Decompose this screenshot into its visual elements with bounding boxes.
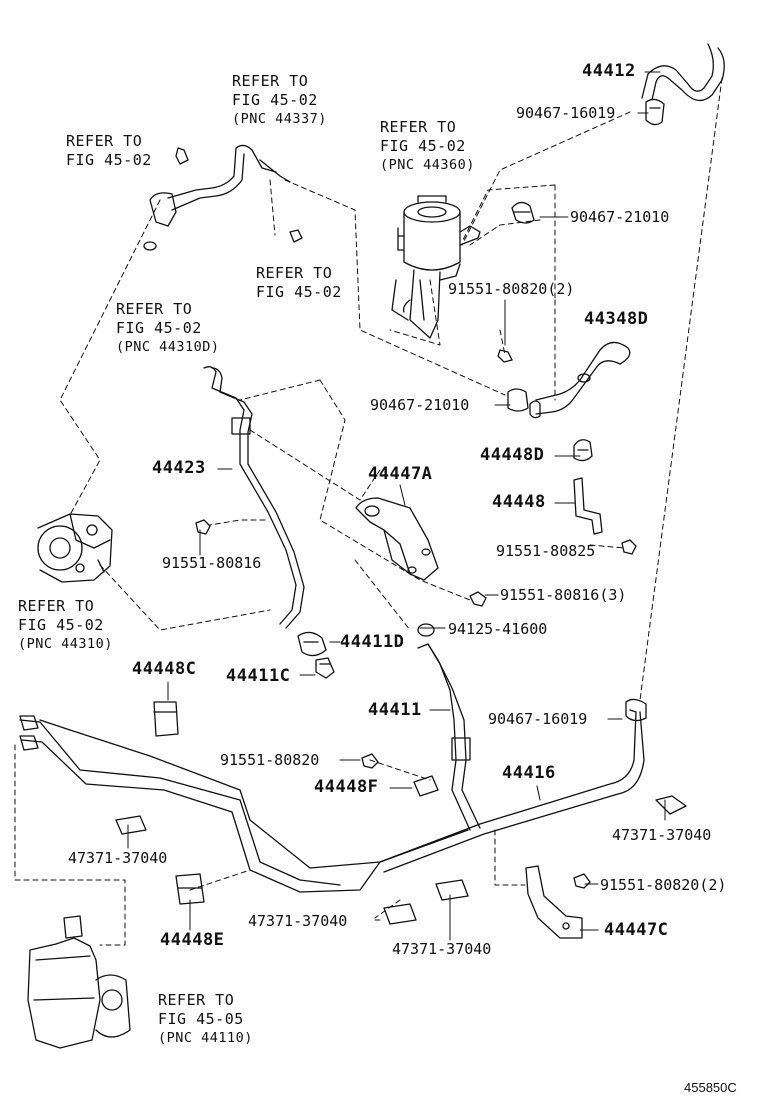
label-90467-16019-top: 90467-16019 <box>516 104 616 122</box>
ref-top-line-1: REFER TO <box>232 72 309 90</box>
clip-47371-right <box>655 795 687 815</box>
label-91551-80820-2-bottom: 91551-80820(2) <box>600 876 727 894</box>
ref-left-top-line-1: REFER TO <box>66 132 143 150</box>
bolt-91551-80820 <box>361 753 379 769</box>
ref-left-top-line-2: FIG 45-02 <box>66 151 152 169</box>
ref-pump-line-3: (PNC 44310) <box>18 636 113 652</box>
label-47371-37040-bottom: 47371-37040 <box>392 940 492 958</box>
pipe-44416 <box>379 698 647 873</box>
hose-44348D <box>535 341 631 415</box>
bolt-91551-80825 <box>621 539 637 555</box>
label-44448F: 44448F <box>314 777 379 797</box>
label-44412: 44412 <box>582 61 636 81</box>
hose-44412 <box>641 43 725 102</box>
ref-top-line-3: (PNC 44337) <box>232 111 327 127</box>
ref-left-top: REFER TO FIG 45-02 <box>66 132 152 170</box>
ref-oring-line-2: FIG 45-02 <box>116 319 202 337</box>
label-47371-37040-mid: 47371-37040 <box>248 912 348 930</box>
ref-pump-line-1: REFER TO <box>18 597 95 615</box>
label-44348D: 44348D <box>584 309 649 329</box>
ref-reservoir: REFER TO FIG 45-02 (PNC 44360) <box>380 118 475 175</box>
ref-oring: REFER TO FIG 45-02 (PNC 44310D) <box>116 300 220 357</box>
bracket-44447C <box>525 865 583 939</box>
label-44416: 44416 <box>502 763 556 783</box>
label-44447A: 44447A <box>368 464 433 484</box>
clip-44448D <box>573 439 593 462</box>
label-91551-80825: 91551-80825 <box>496 542 596 560</box>
label-91551-80820-2-top: 91551-80820(2) <box>448 280 575 298</box>
label-44423: 44423 <box>152 458 206 478</box>
return-pipe-upper-left <box>143 144 303 251</box>
fitting-44411C <box>315 657 335 679</box>
ref-gear: REFER TO FIG 45-05 (PNC 44110) <box>158 991 253 1048</box>
clip-47371-bottom <box>435 879 469 901</box>
clip-44411D <box>297 631 327 657</box>
label-47371-37040-right: 47371-37040 <box>612 826 712 844</box>
ref-top-line-2: FIG 45-02 <box>232 91 318 109</box>
ref-gear-line-1: REFER TO <box>158 991 235 1009</box>
clip-47371-left <box>115 815 147 835</box>
bolt-91551-80816 <box>195 519 211 535</box>
dashed-leader-lines <box>14 77 723 946</box>
ref-reservoir-line-2: FIG 45-02 <box>380 137 466 155</box>
label-44448C: 44448C <box>132 659 197 679</box>
bolt-91551-80820-top <box>497 349 513 363</box>
label-44411D: 44411D <box>340 632 405 652</box>
bolt-91551-80820-2-bottom <box>573 873 591 889</box>
ref-oring-line-1: REFER TO <box>116 300 193 318</box>
label-90467-21010-b: 90467-21010 <box>370 396 470 414</box>
label-94125-41600: 94125-41600 <box>448 620 548 638</box>
diagram-code: 455850C <box>684 1080 737 1095</box>
bracket-44447A <box>355 497 439 581</box>
solid-leader-lines <box>127 71 666 941</box>
hose-44411 <box>417 623 481 831</box>
ref-reservoir-line-1: REFER TO <box>380 118 457 136</box>
pump <box>37 513 113 583</box>
pipe-44423 <box>203 366 305 629</box>
clip-47371-mid <box>383 903 417 925</box>
ref-pump: REFER TO FIG 45-02 (PNC 44310) <box>18 597 113 654</box>
label-44448D: 44448D <box>480 445 545 465</box>
ref-reservoir-line-3: (PNC 44360) <box>380 157 475 173</box>
label-44411C: 44411C <box>226 666 291 686</box>
ref-oring-line-3: (PNC 44310D) <box>116 339 220 355</box>
clamp-90467-21010-b <box>507 388 541 419</box>
clamp-44448C <box>153 701 179 737</box>
label-47371-37040-left: 47371-37040 <box>68 849 168 867</box>
bolt-91551-80816-3 <box>469 591 487 607</box>
label-44447C: 44447C <box>604 920 669 940</box>
ref-bolt-line-1: REFER TO <box>256 264 333 282</box>
label-44448E: 44448E <box>160 930 225 950</box>
lower-pipe-bundle <box>19 715 469 893</box>
clip-44448F <box>413 775 439 797</box>
clamp-90467-21010-a <box>511 201 535 224</box>
ref-gear-line-2: FIG 45-05 <box>158 1010 244 1028</box>
label-91551-80816-3: 91551-80816(3) <box>500 586 627 604</box>
label-91551-80816: 91551-80816 <box>162 554 262 572</box>
ref-pump-line-2: FIG 45-02 <box>18 616 104 634</box>
ref-top: REFER TO FIG 45-02 (PNC 44337) <box>232 72 327 129</box>
label-44411: 44411 <box>368 700 422 720</box>
ref-bolt-line-2: FIG 45-02 <box>256 283 342 301</box>
ref-bolt: REFER TO FIG 45-02 <box>256 264 342 302</box>
clamp-44448E <box>175 873 205 905</box>
label-90467-16019-mid: 90467-16019 <box>488 710 588 728</box>
bracket-44448 <box>573 477 603 535</box>
gear-box <box>27 915 131 1049</box>
label-90467-21010-a: 90467-21010 <box>570 208 670 226</box>
ref-gear-line-3: (PNC 44110) <box>158 1030 253 1046</box>
reservoir <box>391 195 481 339</box>
clamp-90467-16019-top <box>645 98 665 126</box>
label-44448: 44448 <box>492 492 546 512</box>
label-91551-80820: 91551-80820 <box>220 751 320 769</box>
